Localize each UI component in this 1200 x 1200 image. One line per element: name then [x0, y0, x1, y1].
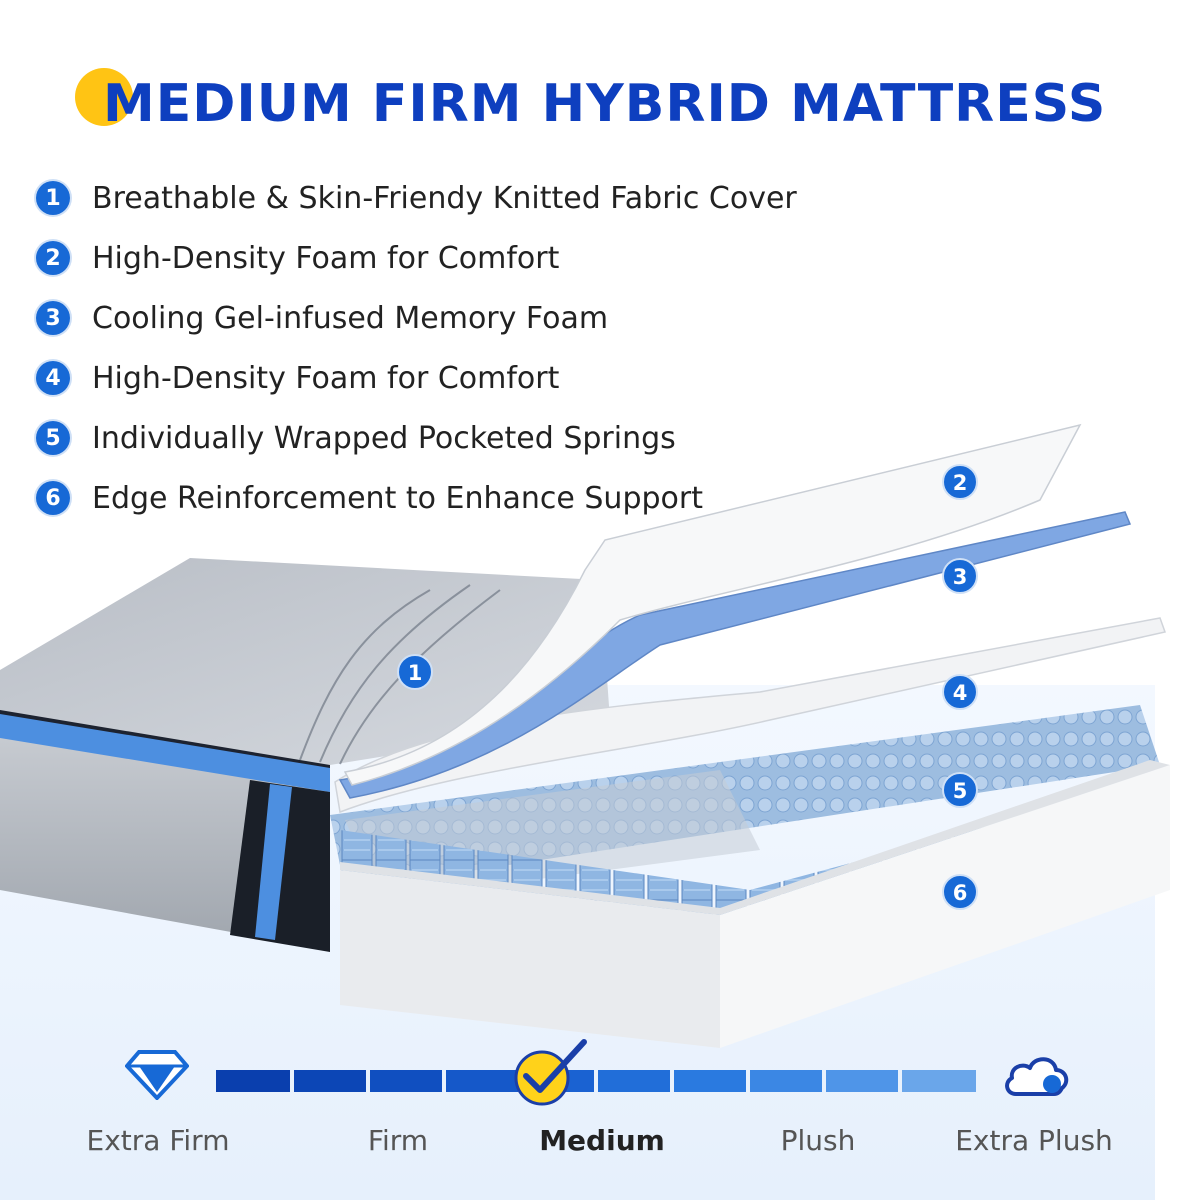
marker-2: 2	[942, 464, 978, 500]
number-badge-icon: 3	[36, 301, 70, 335]
sun-icon	[75, 68, 133, 126]
marker-6-label: 6	[953, 881, 968, 905]
marker-3-label: 3	[953, 565, 968, 589]
feature-item: 1 Breathable & Skin-Friendy Knitted Fabr…	[36, 168, 797, 228]
number-badge-icon: 5	[36, 421, 70, 455]
number-badge-icon: 1	[36, 181, 70, 215]
diamond-icon	[125, 1050, 189, 1100]
feature-text: High-Density Foam for Comfort	[92, 360, 560, 396]
scale-segment	[446, 1070, 518, 1092]
scale-segment	[294, 1070, 366, 1092]
marker-3: 3	[942, 558, 978, 594]
scale-label-extra-plush: Extra Plush	[955, 1124, 1113, 1157]
page-title: MEDIUM FIRM HYBRID MATTRESS	[103, 74, 1107, 134]
feature-item: 4 High-Density Foam for Comfort	[36, 348, 797, 408]
scale-segment	[902, 1070, 976, 1092]
feature-text: Breathable & Skin-Friendy Knitted Fabric…	[92, 180, 797, 216]
feature-text: Edge Reinforcement to Enhance Support	[92, 480, 703, 516]
edge-support-layer	[340, 760, 1170, 1048]
number-badge-icon: 4	[36, 361, 70, 395]
number-badge-icon: 6	[36, 481, 70, 515]
scale-label-plush: Plush	[780, 1124, 856, 1157]
cover-layer	[0, 558, 610, 765]
feature-item: 2 High-Density Foam for Comfort	[36, 228, 797, 288]
scale-segment	[750, 1070, 822, 1092]
number-badge-icon: 2	[36, 241, 70, 275]
foam-layer-2	[343, 423, 1082, 786]
scale-segment	[216, 1070, 290, 1092]
checkmark-icon	[514, 1039, 587, 1106]
mattress-illustration: 1 2 3 4 5 6	[0, 423, 1170, 1048]
cloud-icon	[1005, 1057, 1069, 1096]
feature-list: 1 Breathable & Skin-Friendy Knitted Fabr…	[36, 168, 797, 528]
scale-label-extra-firm: Extra Firm	[86, 1124, 230, 1157]
feature-item: 5 Individually Wrapped Pocketed Springs	[36, 408, 797, 468]
feature-text: Cooling Gel-infused Memory Foam	[92, 300, 609, 336]
marker-2-label: 2	[953, 471, 968, 495]
marker-1-label: 1	[408, 661, 423, 685]
feature-text: Individually Wrapped Pocketed Springs	[92, 420, 676, 456]
marker-1: 1	[397, 654, 433, 690]
scale-segment	[598, 1070, 670, 1092]
scale-label-firm: Firm	[367, 1124, 429, 1157]
marker-5-label: 5	[953, 779, 968, 803]
feature-text: High-Density Foam for Comfort	[92, 240, 560, 276]
scale-segment	[826, 1070, 898, 1092]
marker-5: 5	[942, 772, 978, 808]
scale-segment	[370, 1070, 442, 1092]
scale-label-medium: Medium	[539, 1124, 665, 1157]
scale-segment	[674, 1070, 746, 1092]
marker-4-label: 4	[953, 681, 968, 705]
marker-4: 4	[942, 674, 978, 710]
title-block: MEDIUM FIRM HYBRID MATTRESS	[75, 66, 1135, 146]
marker-6: 6	[942, 874, 978, 910]
feature-item: 6 Edge Reinforcement to Enhance Support	[36, 468, 797, 528]
feature-item: 3 Cooling Gel-infused Memory Foam	[36, 288, 797, 348]
